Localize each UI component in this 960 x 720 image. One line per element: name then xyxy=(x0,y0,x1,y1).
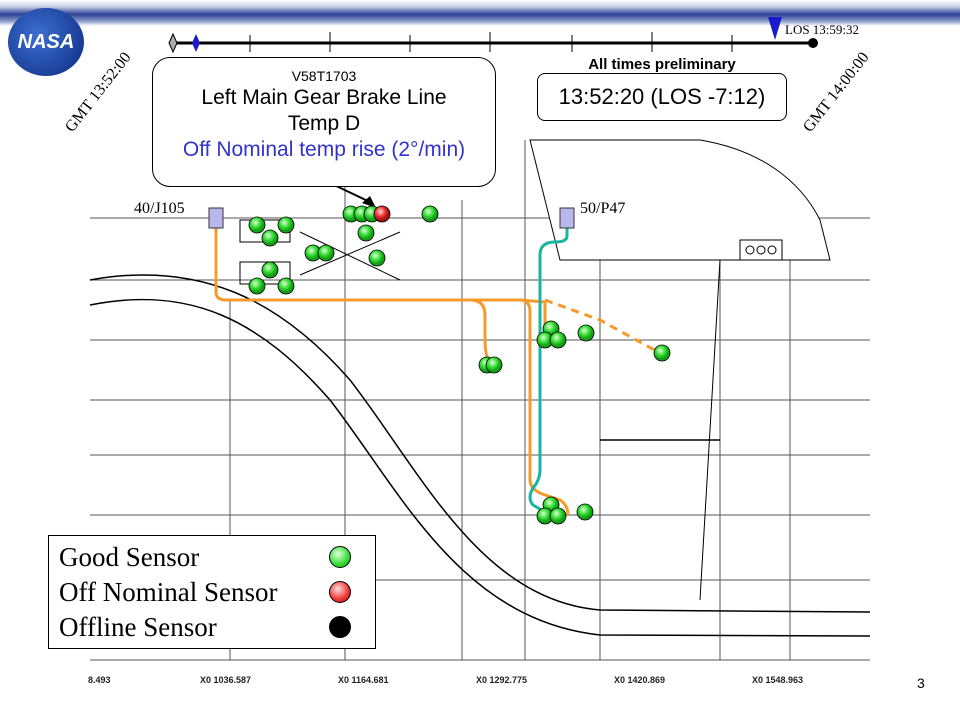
connector-40-j105 xyxy=(208,207,224,229)
sensor-good[interactable] xyxy=(261,229,279,247)
sensor-good[interactable] xyxy=(549,331,567,349)
good-sensor-icon xyxy=(329,546,351,568)
sensor-good[interactable] xyxy=(261,261,279,279)
logo-text: NASA xyxy=(17,31,75,53)
legend-off-nominal-label: Off Nominal Sensor xyxy=(59,577,278,607)
legend-good-label: Good Sensor xyxy=(59,542,200,572)
nasa-logo: NASA xyxy=(8,8,84,76)
callout-status: Off Nominal temp rise (2°/min) xyxy=(182,138,466,161)
callout-title-line2: Temp D xyxy=(287,112,361,135)
sensor-good[interactable] xyxy=(357,224,375,242)
station-label: X0 1036.587 xyxy=(200,675,252,685)
sensor-good[interactable] xyxy=(317,244,335,262)
legend-offline: Offline Sensor xyxy=(59,612,365,643)
station-label: X0 1164.681 xyxy=(338,675,389,685)
sensors xyxy=(248,205,671,525)
sensor-good[interactable] xyxy=(653,344,671,362)
wire-teal xyxy=(528,228,569,514)
legend-good: Good Sensor xyxy=(59,542,365,573)
sensor-good[interactable] xyxy=(248,277,266,295)
page-number: 3 xyxy=(917,675,925,691)
connector-50-p47 xyxy=(559,207,575,229)
station-label: X0 1548.963 xyxy=(752,675,804,685)
preliminary-note: All times preliminary xyxy=(588,56,736,73)
legend-off-nominal: Off Nominal Sensor xyxy=(59,577,365,608)
station-label: X0 1292.775 xyxy=(476,675,528,685)
sensor-off-nominal-v58t1703[interactable] xyxy=(373,205,391,223)
wire-orange xyxy=(214,228,570,516)
legend-offline-label: Offline Sensor xyxy=(59,612,217,642)
connector-label-40-j105: 40/J105 xyxy=(134,200,185,217)
los-marker xyxy=(768,17,782,40)
sensor-good[interactable] xyxy=(577,324,595,342)
current-time-marker xyxy=(192,34,200,52)
end-marker xyxy=(808,38,818,48)
connector-label-50-p47: 50/P47 xyxy=(580,200,626,217)
callout-sensor-id: V58T1703 xyxy=(291,68,357,84)
sensor-callout: V58T1703 Left Main Gear Brake Line Temp … xyxy=(152,57,496,187)
callout-title-line1: Left Main Gear Brake Line xyxy=(201,86,447,109)
header-band xyxy=(0,0,960,26)
legend: Good Sensor Off Nominal Sensor Offline S… xyxy=(48,535,376,649)
sensor-good[interactable] xyxy=(368,249,386,267)
offline-sensor-icon xyxy=(329,616,351,638)
timeline xyxy=(168,17,818,54)
wiring xyxy=(214,228,661,516)
station-label: X0 1420.869 xyxy=(614,675,666,685)
sensor-good[interactable] xyxy=(248,216,266,234)
sensor-good[interactable] xyxy=(549,507,567,525)
start-marker xyxy=(168,32,178,54)
off-nominal-sensor-icon xyxy=(329,581,351,603)
sensor-good[interactable] xyxy=(576,503,594,521)
sensor-good[interactable] xyxy=(277,216,295,234)
sensor-good[interactable] xyxy=(421,205,439,223)
sensor-good[interactable] xyxy=(485,356,503,374)
los-label: LOS 13:59:32 xyxy=(785,22,860,37)
station-label: 8.493 xyxy=(88,675,111,685)
sensor-good[interactable] xyxy=(277,277,295,295)
current-time-display: 13:52:20 (LOS -7:12) xyxy=(537,73,787,121)
